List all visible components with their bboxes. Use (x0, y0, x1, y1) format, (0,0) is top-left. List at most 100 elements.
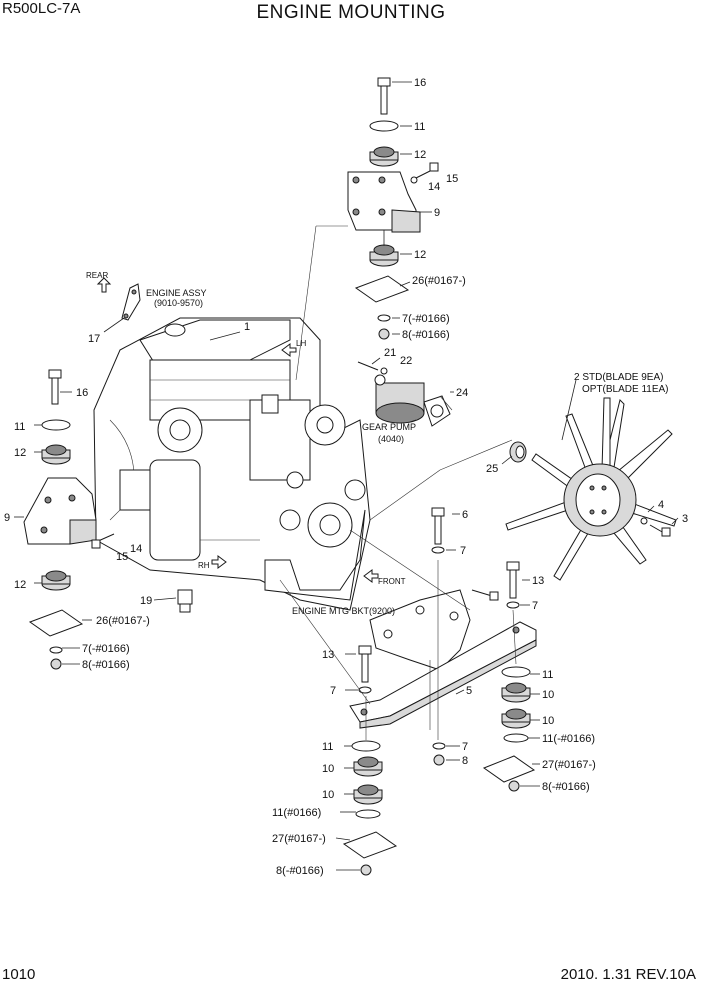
callout-6: 6 (462, 509, 468, 521)
washer-7-left (49, 646, 63, 654)
rh-arrow-icon (211, 555, 227, 569)
revision-date: 2010. 1.31 REV.10A (560, 966, 696, 983)
spacer-25 (509, 441, 527, 463)
callout-7-top: 7(-#0166) (402, 313, 450, 325)
callout-8-right: 8(-#0166) (542, 781, 590, 793)
model-code: R500LC-7A (2, 0, 81, 17)
bracket-17 (121, 283, 141, 321)
labels: REAR LH RH FRONT ENGINE ASSY (9010-9570)… (86, 271, 669, 616)
bolt-3 (649, 524, 671, 537)
label-engine-mtg-bkt: ENGINE MTG BKT(9200) (292, 606, 395, 616)
callout-25: 25 (486, 463, 498, 475)
page-title: ENGINE MOUNTING (256, 2, 446, 23)
washer-7-lower (432, 742, 446, 750)
callout-16-left: 16 (76, 387, 88, 399)
callout-16-top: 16 (414, 77, 426, 89)
rubber-mount-12-lower (369, 244, 399, 267)
callout-12-left: 12 (14, 447, 26, 459)
callout-10-lower-center-a: 10 (322, 763, 334, 775)
callout-27-right: 27(#0167-) (542, 759, 596, 771)
rear-arrow-icon (96, 277, 112, 293)
washer-7-top (377, 314, 391, 322)
label-lh: LH (296, 339, 306, 348)
callout-13-left: 13 (322, 649, 334, 661)
bolt-16-left (48, 369, 62, 405)
label-rear: REAR (86, 271, 108, 280)
gasket-24 (423, 395, 451, 427)
lower-center-stack (342, 740, 398, 876)
label-engine-assy-code: (9010-9570) (154, 298, 203, 308)
rubber-mount-12-left-lower (41, 570, 71, 591)
lh-arrow-icon (281, 343, 297, 357)
callout-8-center: 8(-#0166) (276, 865, 324, 877)
callout-8-left: 8(-#0166) (82, 659, 130, 671)
callout-9-top: 9 (434, 207, 440, 219)
mount-bracket-9-left (23, 477, 97, 545)
callout-11-lower-center: 11 (322, 741, 333, 753)
washer-4 (640, 517, 648, 525)
callout-22: 22 (400, 355, 412, 367)
engine-assembly (93, 317, 371, 611)
callout-9-left: 9 (4, 512, 10, 524)
right-bolt-13 (506, 561, 520, 609)
callout-12-lower: 12 (414, 249, 426, 261)
rubber-mount-12-top (369, 146, 399, 167)
page-number: 1010 (2, 966, 36, 983)
callout-12-left-lower: 12 (14, 579, 26, 591)
bolt-21 (357, 361, 388, 375)
gear-pump (374, 374, 425, 424)
callout-11-left: 11 (14, 421, 25, 433)
callout-12-top: 12 (414, 149, 426, 161)
callout-10-lower-center-b: 10 (322, 789, 334, 801)
plate-washer-11-top (369, 120, 399, 132)
callout-11-top: 11 (414, 121, 425, 133)
label-engine-assy: ENGINE ASSY (146, 288, 207, 298)
nut-8-lower (433, 754, 445, 766)
nut-8-left (50, 658, 62, 670)
nut-8-top (378, 328, 390, 340)
callout-21: 21 (384, 347, 396, 359)
leader-lines (14, 81, 679, 871)
callout-8-top: 8(-#0166) (402, 329, 450, 341)
front-arrow-icon (363, 569, 379, 583)
callout-7-lower: 7 (462, 741, 468, 753)
callout-11-lower-right: 11 (542, 669, 553, 681)
rubber-mount-12-left (41, 444, 71, 465)
label-front: FRONT (378, 577, 406, 586)
callout-5: 5 (466, 685, 472, 697)
left-mount-stack (23, 369, 115, 670)
callout-15-top: 15 (446, 173, 458, 185)
rear-right-mount-stack (347, 77, 439, 340)
callout-10-lower-right-a: 10 (542, 689, 554, 701)
callout-15-left: 15 (116, 551, 128, 563)
mount-bracket-9-top (347, 171, 421, 233)
callout-14-left: 14 (130, 543, 142, 555)
callout-7-right: 7 (532, 600, 538, 612)
label-gear-pump: GEAR PUMP (362, 422, 416, 432)
callout-10-lower-right-b: 10 (542, 715, 554, 727)
callout-19: 19 (140, 595, 152, 607)
cooling-fan (505, 397, 677, 581)
left-bolt-13 (358, 645, 372, 694)
plate-26-left (28, 609, 84, 637)
plate-26-top (354, 275, 410, 303)
callout-14-top: 14 (428, 181, 440, 193)
callout-11-0166-center: 11(#0166) (272, 807, 321, 819)
label-fan-std: 2 STD(BLADE 9EA) (574, 372, 663, 383)
fitting-19 (177, 589, 193, 613)
callout-26-top: 26(#0167-) (412, 275, 466, 287)
callout-1: 1 (244, 321, 250, 333)
label-rh: RH (198, 561, 210, 570)
callout-11-0166-right: 11(-#0166) (542, 733, 595, 745)
callout-13-right: 13 (532, 575, 544, 587)
bolt-15-left (91, 533, 115, 549)
callout-7-center: 7 (460, 545, 466, 557)
label-fan-opt: OPT(BLADE 11EA) (582, 384, 669, 395)
bolt-15-top (410, 162, 439, 184)
label-gear-pump-code: (4040) (378, 434, 404, 444)
bolt-16-top (377, 77, 391, 115)
callout-17: 17 (88, 333, 100, 345)
callout-7-left-center: 7 (330, 685, 336, 697)
callout-8-lower: 8 (462, 755, 468, 767)
